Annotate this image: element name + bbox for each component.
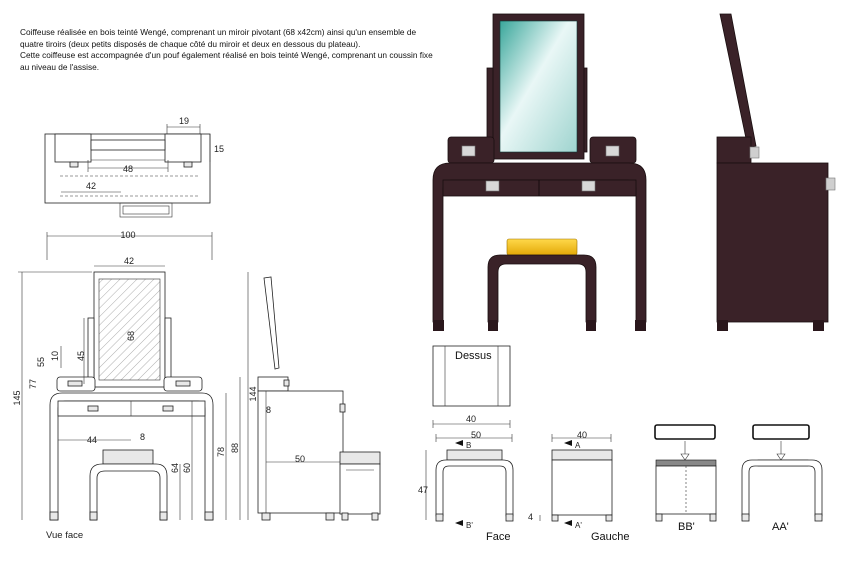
description-line-2: Cette coiffeuse est accompagnée d'un pou… (20, 50, 433, 72)
stool-side-mark-a2: A' (575, 521, 582, 530)
front-dim-88: 88 (230, 443, 240, 453)
front-dim-145: 145 (12, 390, 22, 405)
stool-side-view: 40 A 4 A' Gauche (528, 430, 630, 543)
front-view-caption: Vue face (46, 530, 83, 541)
stool-face-dim-50: 50 (471, 430, 481, 440)
description: Coiffeuse réalisée en bois teinté Wengé,… (20, 27, 440, 73)
stool-face-dim-47: 47 (418, 485, 428, 495)
section-aa-label: AA' (772, 521, 789, 533)
stool-side-mark-a: A (575, 441, 581, 450)
front-dim-64: 64 (170, 463, 180, 473)
vanity-render-side (716, 13, 836, 331)
section-aa: AA' (741, 424, 823, 533)
front-dim-8: 8 (140, 432, 145, 442)
top-dim-42: 42 (86, 181, 96, 191)
front-dim-60: 60 (182, 463, 192, 473)
front-dim-68: 68 (126, 331, 136, 341)
stool-side-dim-40: 40 (577, 430, 587, 440)
vanity-render-front (432, 13, 647, 331)
stool-top-view: Dessus 40 (432, 345, 511, 428)
front-dim-42: 42 (124, 256, 134, 266)
front-dim-55: 55 (36, 357, 46, 367)
top-dim-19: 19 (179, 116, 189, 126)
front-dim-44: 44 (87, 435, 97, 445)
front-dim-10: 10 (50, 351, 60, 361)
stool-top-label: Dessus (455, 350, 492, 362)
stool-face-caption: Face (486, 531, 510, 543)
stool-side-caption: Gauche (591, 531, 630, 543)
front-dim-45: 45 (76, 351, 86, 361)
side-dim-144: 144 (248, 386, 258, 401)
stool-face-mark-b2: B' (466, 521, 473, 530)
front-dim-100: 100 (120, 230, 135, 240)
section-bb-label: BB' (678, 521, 695, 533)
front-dim-77: 77 (28, 379, 38, 389)
side-dim-8: 8 (266, 405, 271, 415)
front-dim-78: 78 (216, 447, 226, 457)
side-dim-50: 50 (295, 454, 305, 464)
description-line-1: Coiffeuse réalisée en bois teinté Wengé,… (20, 27, 417, 49)
stool-face-view: 50 B 47 B' Face (418, 430, 514, 543)
front-view: 100 42 68 44 8 45 10 55 77 145 (12, 230, 241, 541)
top-view: 48 42 19 15 (44, 116, 224, 218)
side-view: 144 8 50 (247, 272, 381, 521)
stool-side-dim-4: 4 (528, 512, 533, 522)
top-dim-48: 48 (123, 164, 133, 174)
stool-face-mark-b: B (466, 441, 471, 450)
stool-top-dim-40: 40 (466, 414, 476, 424)
top-dim-15: 15 (214, 144, 224, 154)
section-bb: BB' (654, 424, 717, 533)
